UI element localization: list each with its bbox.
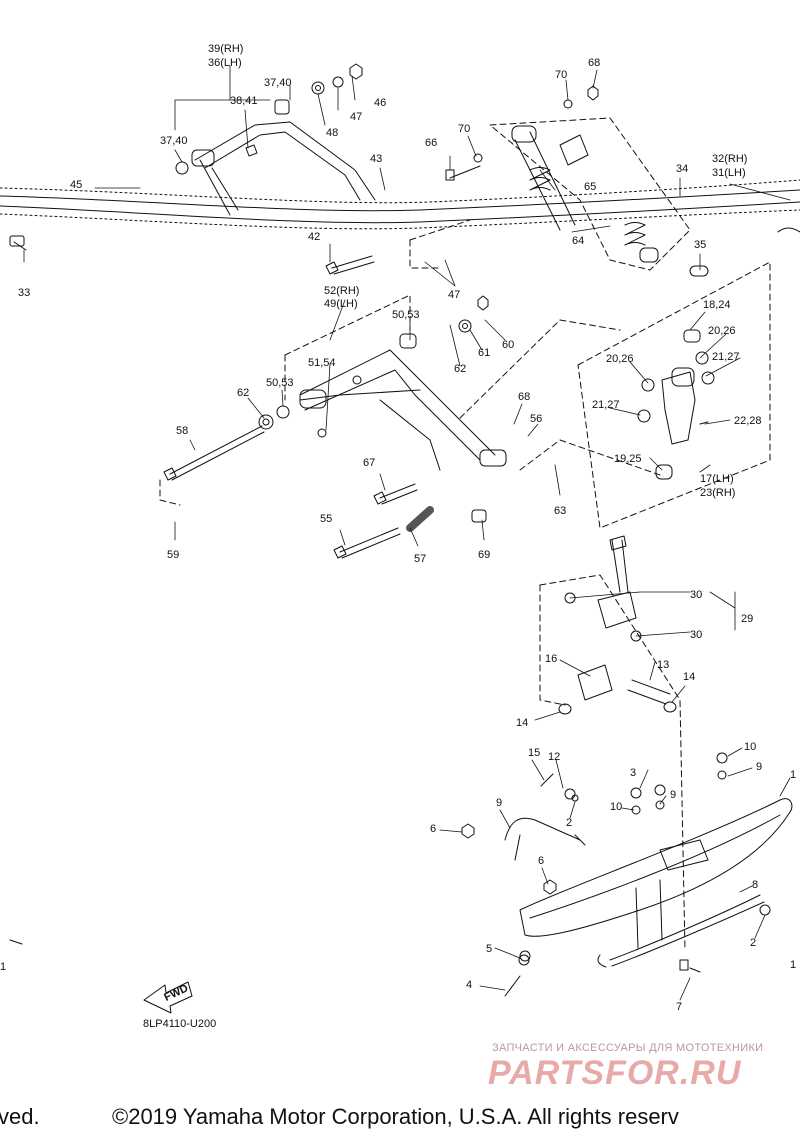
part-label: 18,24 — [703, 299, 731, 311]
part-label: 70 — [555, 69, 567, 81]
part-label: 34 — [676, 163, 688, 175]
part-label: 58 — [176, 425, 188, 437]
part-label: 13 — [657, 659, 669, 671]
part-label: 56 — [530, 413, 542, 425]
watermark: ЗАПЧАСТИ И АКСЕССУАРЫ ДЛЯ МОТОТЕХНИКИ PA… — [482, 1040, 800, 1100]
part-label: 8 — [752, 879, 758, 891]
watermark-brand: PARTSFOR.RU — [488, 1054, 742, 1092]
part-label: 50,53 — [392, 309, 420, 321]
suspension-exploded-diagram: 39(RH)36(LH)38,4137,4037,404647487068706… — [0, 43, 800, 1030]
part-label: 9 — [496, 797, 502, 809]
part-label: 14 — [516, 717, 528, 729]
part-label: 48 — [326, 127, 338, 139]
part-label: 42 — [308, 231, 320, 243]
part-label: 15 — [528, 747, 540, 759]
part-label: 6 — [430, 823, 436, 835]
part-label: 2 — [566, 817, 572, 829]
part-label: 47 — [350, 111, 362, 123]
part-label: 37,40 — [160, 135, 188, 147]
part-label: 21,27 — [592, 399, 620, 411]
part-label: 49(LH) — [324, 298, 358, 310]
part-label: 30 — [690, 629, 702, 641]
dashed-groupings — [159, 117, 771, 951]
part-label: 32(RH) — [712, 153, 747, 165]
part-label: 64 — [572, 235, 584, 247]
part-label: 1 — [790, 959, 796, 971]
part-label: 61 — [478, 347, 490, 359]
part-label: 5 — [486, 943, 492, 955]
bolts — [9, 235, 701, 997]
frame-rail — [0, 179, 800, 230]
part-label: 67 — [363, 457, 375, 469]
ski — [461, 752, 793, 968]
part-label: 68 — [518, 391, 530, 403]
part-label: 66 — [425, 137, 437, 149]
part-label: 45 — [70, 179, 82, 191]
part-label: 37,40 — [264, 77, 292, 89]
part-label: 6 — [538, 855, 544, 867]
part-label: 1 — [790, 769, 796, 781]
part-label: 1 — [0, 961, 6, 973]
ski-spindle — [558, 535, 677, 715]
part-label: 30 — [690, 589, 702, 601]
part-label: 9 — [670, 789, 676, 801]
part-label: 43 — [370, 153, 382, 165]
part-label: 29 — [741, 613, 753, 625]
part-label: 70 — [458, 123, 470, 135]
watermark-tagline: ЗАПЧАСТИ И АКСЕССУАРЫ ДЛЯ МОТОТЕХНИКИ — [492, 1042, 764, 1054]
part-label: 55 — [320, 513, 332, 525]
drawing-code: 8LP4110-U200 — [143, 1018, 216, 1030]
part-label: 51,54 — [308, 357, 336, 369]
part-label: 19,25 — [614, 453, 642, 465]
spindle — [637, 227, 800, 480]
part-label: 52(RH) — [324, 285, 359, 297]
footer: ved. ©2019 Yamaha Motor Corporation, U.S… — [0, 1100, 800, 1138]
part-label: 59 — [167, 549, 179, 561]
part-label: 39(RH) — [208, 43, 243, 55]
lower-a-arm — [258, 295, 507, 471]
part-label: 3 — [630, 767, 636, 779]
part-label: 4 — [466, 979, 472, 991]
part-label: 57 — [414, 553, 426, 565]
part-label: 69 — [478, 549, 490, 561]
part-label: 36(LH) — [208, 57, 242, 69]
shock-absorber — [445, 85, 659, 263]
part-label: 20,26 — [606, 353, 634, 365]
part-label: 50,53 — [266, 377, 294, 389]
part-label: 38,41 — [230, 95, 258, 107]
part-label: 31(LH) — [712, 167, 746, 179]
part-label: 62 — [237, 387, 249, 399]
part-label: 12 — [548, 751, 560, 763]
part-label: 33 — [18, 287, 30, 299]
part-label: 65 — [584, 181, 596, 193]
footer-left-fragment: ved. — [0, 1104, 40, 1129]
part-label: 10 — [610, 801, 622, 813]
part-number-labels: 39(RH)36(LH)38,4137,4037,404647487068706… — [0, 43, 796, 1013]
part-label: 46 — [374, 97, 386, 109]
part-label: 14 — [683, 671, 695, 683]
part-label: 22,28 — [734, 415, 762, 427]
part-label: 60 — [502, 339, 514, 351]
part-label: 10 — [744, 741, 756, 753]
part-label: 35 — [694, 239, 706, 251]
part-label: 62 — [454, 363, 466, 375]
part-label: 68 — [588, 57, 600, 69]
part-label: 16 — [545, 653, 557, 665]
part-label: 9 — [756, 761, 762, 773]
fwd-arrow — [143, 981, 193, 1014]
leader-lines — [23, 65, 791, 1001]
part-label: 21,27 — [712, 351, 740, 363]
part-label: 47 — [448, 289, 460, 301]
part-label: 7 — [676, 1001, 682, 1013]
footer-copyright: ©2019 Yamaha Motor Corporation, U.S.A. A… — [112, 1104, 679, 1129]
part-label: 2 — [750, 937, 756, 949]
part-label: 23(RH) — [700, 487, 735, 499]
part-label: 63 — [554, 505, 566, 517]
part-label: 20,26 — [708, 325, 736, 337]
part-label: 17(LH) — [700, 473, 734, 485]
